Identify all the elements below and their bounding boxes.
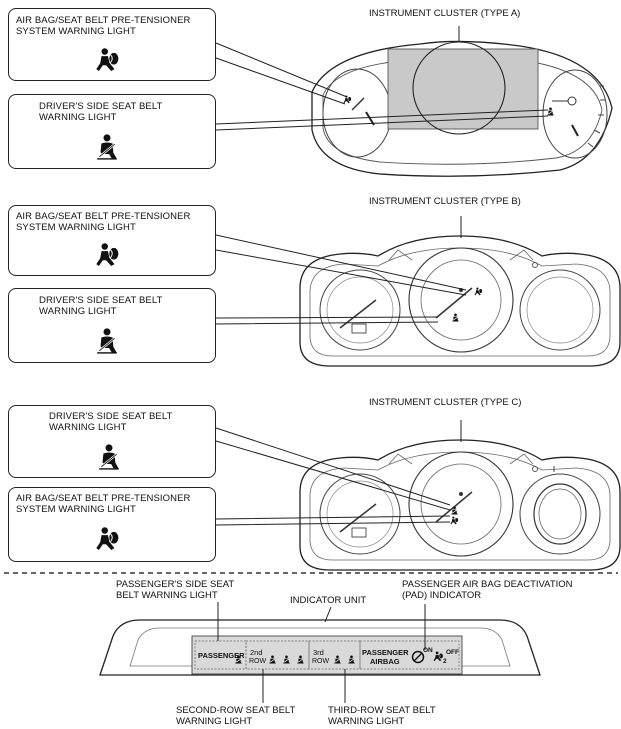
indicator-unit-drawing <box>99 602 541 703</box>
cluster-c-callout-bottom-text: AIR BAG/SEAT BELT PRE-TENSIONER SYSTEM W… <box>16 493 191 515</box>
cluster-c-callout-top-text: DRIVER'S SIDE SEAT BELT WARNING LIGHT <box>49 411 173 433</box>
seatbelt-person-icon <box>93 133 121 161</box>
panel-pad-top: PASSENGER <box>362 648 409 657</box>
panel-second-row: ROW <box>249 658 267 665</box>
second-row-belt-label: SECOND-ROW SEAT BELT WARNING LIGHT <box>176 705 296 727</box>
cluster-a-callout-top: AIR BAG/SEAT BELT PRE-TENSIONER SYSTEM W… <box>8 8 216 81</box>
cluster-b-title: INSTRUMENT CLUSTER (TYPE B) <box>369 196 521 207</box>
cluster-c-drawing <box>215 420 621 571</box>
panel-third-num: 3rd <box>313 648 324 657</box>
panel-off-num: 2 <box>443 658 447 665</box>
cluster-b-callout-bottom-text: DRIVER'S SIDE SEAT BELT WARNING LIGHT <box>39 295 163 317</box>
indicator-unit-label: INDICATOR UNIT <box>290 595 367 606</box>
cluster-a-drawing <box>215 26 613 177</box>
third-row-belt-label: THIRD-ROW SEAT BELT WARNING LIGHT <box>328 705 436 727</box>
cluster-a-callout-top-text: AIR BAG/SEAT BELT PRE-TENSIONER SYSTEM W… <box>16 15 191 37</box>
panel-passenger-text: PASSENGER <box>198 651 245 660</box>
cluster-b-drawing <box>215 216 621 367</box>
panel-second-num: 2nd <box>250 648 263 657</box>
panel-on-text: ON <box>423 647 433 654</box>
pad-indicator-label: PASSENGER AIR BAG DEACTIVATION (PAD) IND… <box>402 579 573 601</box>
cluster-c-callout-top: DRIVER'S SIDE SEAT BELT WARNING LIGHT <box>8 405 216 478</box>
seatbelt-person-icon <box>93 327 121 355</box>
cluster-a-title: INSTRUMENT CLUSTER (TYPE A) <box>369 8 521 19</box>
cluster-b-callout-top-text: AIR BAG/SEAT BELT PRE-TENSIONER SYSTEM W… <box>16 211 191 233</box>
cluster-c-callout-bottom: AIR BAG/SEAT BELT PRE-TENSIONER SYSTEM W… <box>8 487 216 562</box>
cluster-a-callout-bottom: DRIVER'S SIDE SEAT BELT WARNING LIGHT <box>8 94 216 169</box>
cluster-b-callout-top: AIR BAG/SEAT BELT PRE-TENSIONER SYSTEM W… <box>8 205 216 276</box>
seatbelt-person-icon <box>95 443 123 471</box>
passenger-side-belt-label: PASSENGER'S SIDE SEAT BELT WARNING LIGHT <box>116 579 234 601</box>
panel-pad-bottom: AIRBAG <box>370 657 400 666</box>
cluster-a-callout-bottom-text: DRIVER'S SIDE SEAT BELT WARNING LIGHT <box>39 101 163 123</box>
airbag-person-icon <box>95 242 121 268</box>
panel-third-row: ROW <box>312 658 330 665</box>
airbag-person-icon <box>95 526 121 552</box>
panel-off-text: OFF <box>446 649 459 656</box>
airbag-person-icon <box>95 47 121 73</box>
cluster-b-callout-bottom: DRIVER'S SIDE SEAT BELT WARNING LIGHT <box>8 288 216 363</box>
cluster-c-title: INSTRUMENT CLUSTER (TYPE C) <box>369 397 522 408</box>
